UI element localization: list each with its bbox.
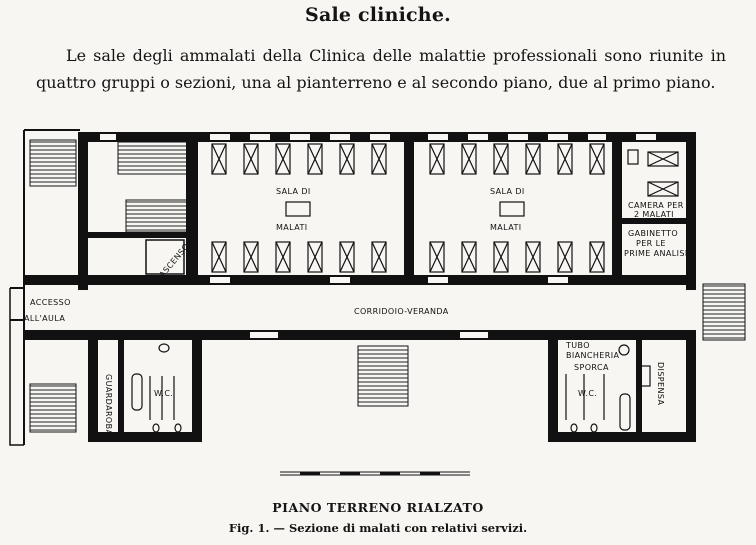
wc-right-label: W.C.: [578, 389, 597, 398]
corridoio-label: CORRIDOIO-VERANDA: [354, 307, 449, 316]
intro-text: Le sale degli ammalati della Clinica del…: [36, 46, 726, 92]
dispensa-label: DISPENSA: [656, 362, 665, 405]
accesso-label-l1: ACCESSO: [30, 298, 71, 307]
beds-sala-2: [429, 143, 605, 273]
camera-label-l1: CAMERA PER: [628, 201, 684, 210]
intro-paragraph: Le sale degli ammalati della Clinica del…: [36, 42, 726, 96]
sala-2-label-l2: MALATI: [490, 223, 522, 232]
tubo-label-l1: TUBO: [565, 341, 590, 350]
stair-center: [357, 345, 409, 407]
stair-bottom-left: [29, 383, 77, 433]
gabinetto-label-l3: PRIME ANALISI: [624, 249, 688, 258]
camera-label-l2: 2 MALATI: [634, 210, 674, 219]
page-title: Sale cliniche.: [305, 4, 451, 26]
guardaroba-label: GUARDAROBA: [104, 374, 113, 436]
figure-caption: Fig. 1. — Sezione di malati con relativi…: [228, 521, 528, 535]
beds-sala-1: [211, 143, 387, 273]
stair-internal: [117, 141, 189, 175]
plan-caption-title: PIANO TERRENO RIALZATO: [272, 500, 484, 515]
beds-camera: [627, 149, 679, 197]
tubo-label-l2: BIANCHERIA: [566, 351, 619, 360]
scale-bar: [280, 471, 470, 476]
accesso-label-l2: ALL'AULA: [24, 314, 65, 323]
ascensore-box: [145, 239, 185, 275]
outer-wall-left-2: [9, 288, 24, 446]
stair-right: [702, 283, 746, 341]
stair-top-left: [29, 139, 77, 187]
outer-wall-left: [10, 129, 80, 445]
gabinetto-label-l2: PER LE: [636, 239, 666, 248]
floor-plan: SALA DI MALATI SALA DI MALATI CAMERA PER…: [9, 129, 746, 476]
sala-1-label-l1: SALA DI: [276, 187, 311, 196]
windows: [100, 134, 656, 338]
gabinetto-label-l1: GABINETTO: [628, 229, 678, 238]
tubo-label-l3: SPORCA: [574, 363, 609, 372]
wc-fixtures: [131, 343, 651, 433]
sala-1-label-l2: MALATI: [276, 223, 308, 232]
stair-internal-2: [125, 199, 189, 233]
wc-left-label: W.C.: [154, 389, 173, 398]
sala-2-label-l1: SALA DI: [490, 187, 525, 196]
